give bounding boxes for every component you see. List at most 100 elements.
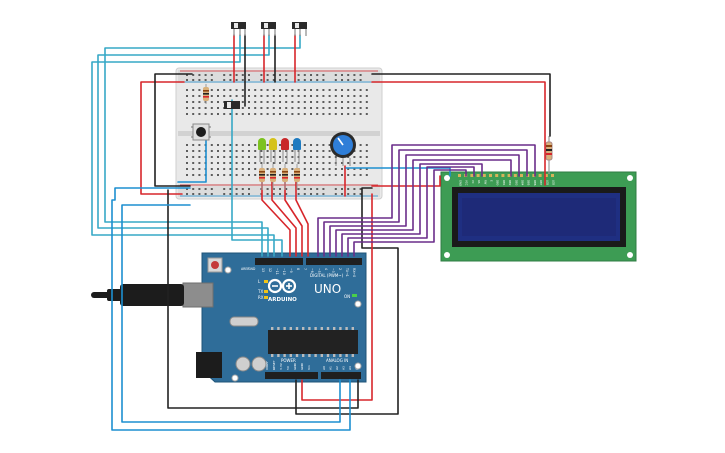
breadboard-hole	[297, 193, 300, 195]
pushbutton[interactable]	[191, 123, 211, 141]
breadboard-hole	[241, 174, 244, 176]
lcd-pin-label: RW	[483, 180, 487, 185]
led-green	[258, 138, 266, 164]
breadboard-hole	[229, 89, 232, 91]
lcd-pin-label: LED	[545, 180, 549, 185]
breadboard-hole	[285, 193, 288, 195]
breadboard-hole	[285, 150, 288, 152]
breadboard-hole	[260, 107, 263, 109]
slide-switch-3[interactable]	[292, 22, 307, 36]
breadboard-hole	[192, 74, 195, 76]
breadboard-hole	[279, 113, 281, 115]
breadboard-hole	[198, 74, 201, 76]
breadboard-hole	[198, 174, 201, 176]
reset-button-cap[interactable]	[211, 261, 219, 269]
breadboard-hole	[303, 79, 306, 81]
breadboard-hole	[198, 193, 201, 195]
tx-led-label: TX	[257, 289, 263, 294]
lcd-pin-label: RS	[477, 180, 481, 184]
breadboard-hole	[310, 193, 312, 195]
breadboard-hole	[266, 168, 269, 170]
breadboard-hole	[272, 193, 275, 195]
breadboard-center-channel	[178, 131, 380, 136]
led-resistor-2	[270, 164, 276, 190]
breadboard-hole	[248, 174, 250, 176]
breadboard-hole	[217, 101, 219, 103]
slide-switch-4[interactable]	[224, 101, 240, 109]
digital-pin-label: 8	[296, 268, 300, 270]
breadboard-hole	[198, 89, 201, 91]
breadboard-hole	[241, 188, 244, 190]
breadboard-hole	[279, 144, 281, 146]
breadboard-hole	[272, 95, 275, 97]
breadboard-hole	[291, 162, 294, 164]
digital-pin-label: ~5	[317, 268, 321, 273]
breadboard-hole	[248, 107, 250, 109]
breadboard-hole	[260, 95, 263, 97]
wire-red-led2	[271, 179, 297, 257]
breadboard-hole	[204, 107, 207, 109]
breadboard-hole	[328, 174, 331, 176]
breadboard-hole	[235, 188, 238, 190]
breadboard-hole	[359, 168, 362, 170]
breadboard-hole	[316, 188, 319, 190]
potentiometer[interactable]	[330, 132, 356, 166]
digital-pin-label: ~6	[310, 268, 314, 273]
led-resistor-4	[294, 164, 300, 190]
usb-cable-plug	[120, 284, 184, 306]
breadboard-hole	[210, 162, 213, 164]
breadboard-hole	[322, 188, 325, 190]
breadboard-hole	[186, 107, 188, 109]
breadboard[interactable]	[175, 67, 383, 200]
breadboard-hole	[316, 193, 319, 195]
lcd-pin-label: DB0	[496, 180, 500, 186]
breadboard-hole	[322, 113, 325, 115]
breadboard-hole	[186, 89, 188, 91]
breadboard-hole	[279, 168, 281, 170]
breadboard-hole	[192, 193, 195, 195]
breadboard-hole	[217, 162, 219, 164]
wire-red-lcd	[371, 175, 441, 187]
breadboard-hole	[186, 174, 188, 176]
breadboard-hole	[341, 101, 343, 103]
breadboard-hole	[217, 168, 219, 170]
breadboard-hole	[322, 156, 325, 158]
breadboard-hole	[204, 74, 207, 76]
slide-switch-2[interactable]	[261, 22, 276, 36]
slide-switch-1[interactable]	[231, 22, 246, 36]
breadboard-hole	[248, 156, 250, 158]
breadboard-hole	[359, 89, 362, 91]
breadboard-hole	[186, 101, 188, 103]
breadboard-hole	[279, 74, 281, 76]
breadboard-hole	[198, 144, 201, 146]
breadboard-hole	[347, 101, 350, 103]
breadboard-hole	[303, 74, 306, 76]
breadboard-hole	[353, 89, 356, 91]
breadboard-hole	[192, 162, 195, 164]
breadboard-hole	[210, 193, 213, 195]
power-pin-label: RESET	[272, 360, 276, 370]
breadboard-hole	[266, 188, 269, 190]
arduino-uno-board[interactable]: ARDUINO UNO ON L TX RX DIGITAL (PWM~) PO…	[91, 252, 367, 383]
breadboard-hole	[310, 113, 312, 115]
breadboard-hole	[235, 162, 238, 164]
breadboard-hole	[334, 174, 337, 176]
power-header	[265, 372, 318, 379]
breadboard-hole	[210, 168, 213, 170]
breadboard-hole	[316, 168, 319, 170]
digital-pin-label: ~9	[289, 268, 293, 273]
breadboard-hole	[223, 162, 226, 164]
breadboard-hole	[353, 113, 356, 115]
breadboard-hole	[328, 89, 331, 91]
breadboard-hole	[359, 188, 362, 190]
wire-red-5v	[301, 193, 373, 401]
breadboard-hole	[310, 162, 312, 164]
wire-purple-2	[323, 149, 528, 257]
breadboard-hole	[353, 101, 356, 103]
mounting-holes	[224, 266, 362, 382]
aref-label: AREF	[241, 267, 249, 271]
breadboard-hole	[291, 89, 294, 91]
power-jack	[196, 352, 222, 378]
lcd-pin	[532, 174, 536, 177]
